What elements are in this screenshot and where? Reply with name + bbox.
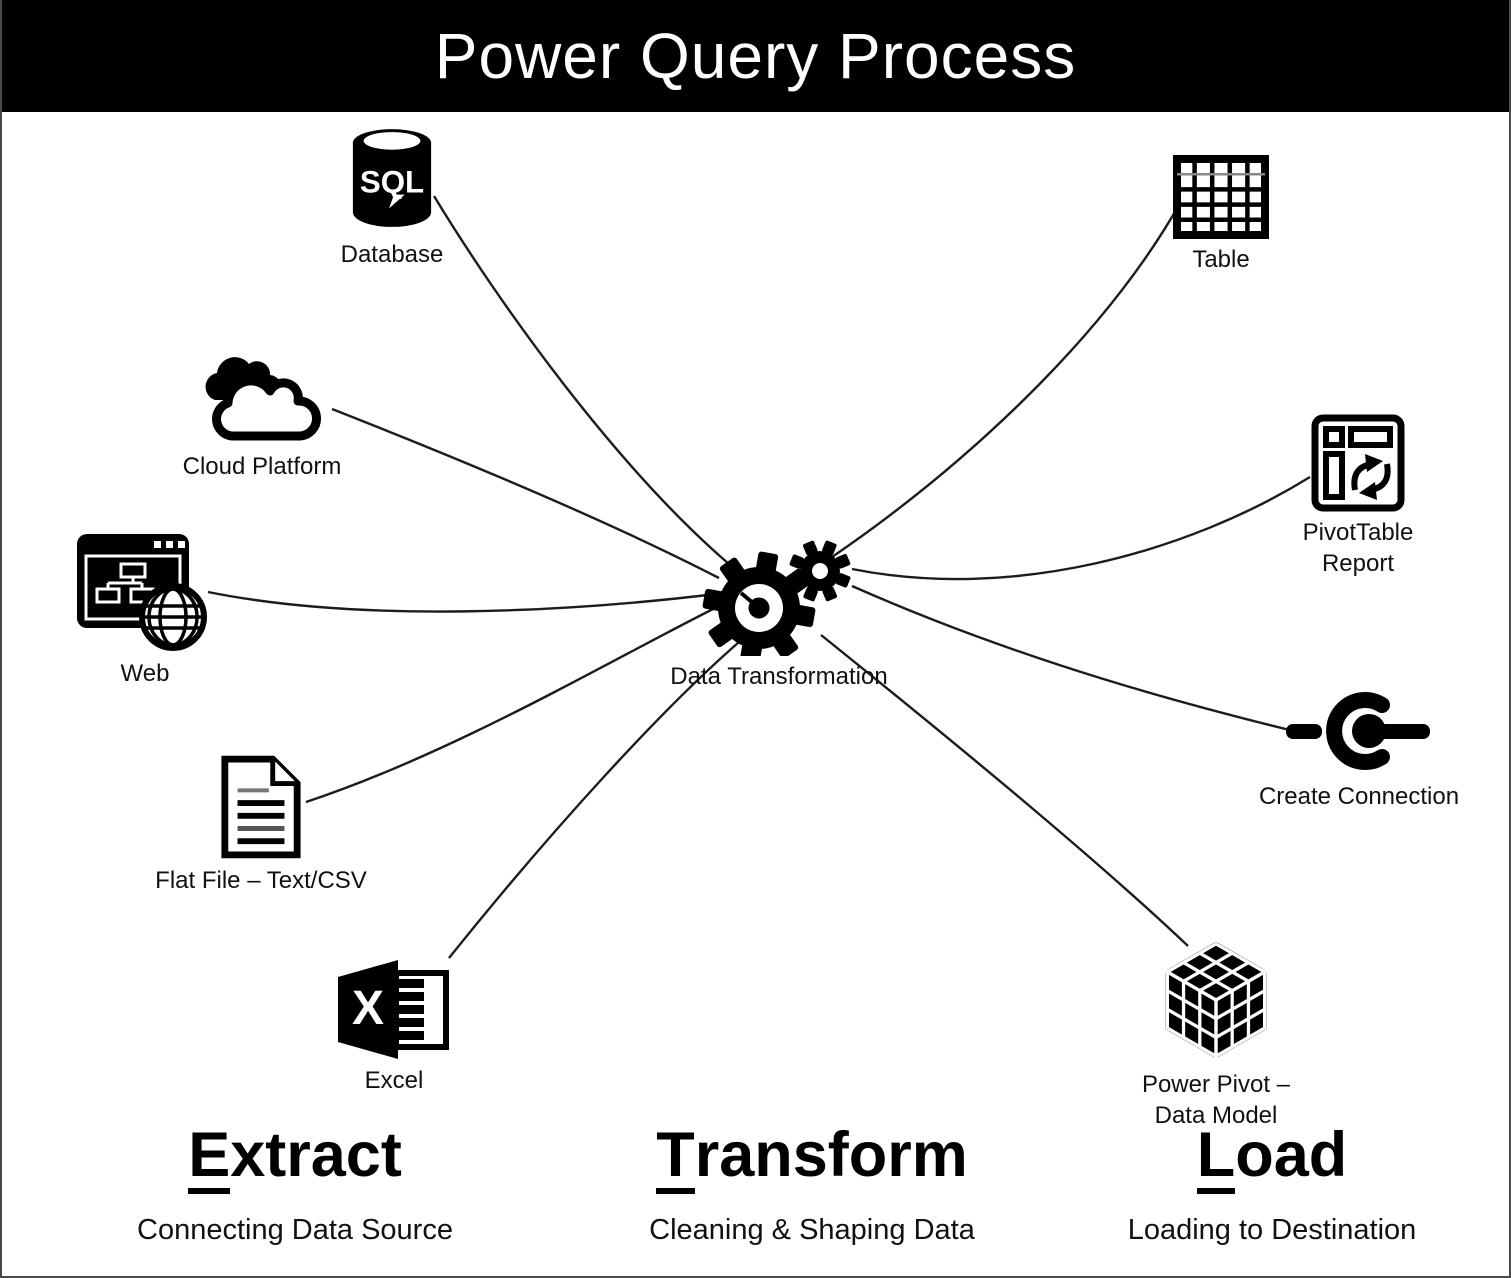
connector-database-to-transform <box>432 195 737 571</box>
stage-transform: Transform Cleaning & Shaping Data <box>612 1120 1012 1247</box>
stage-load-title: Load <box>1072 1120 1472 1194</box>
browser-sitemap-globe-icon <box>77 534 207 651</box>
gears-icon <box>702 540 850 656</box>
node-create-connection: Create Connection <box>1239 686 1479 812</box>
dual-clouds-icon <box>205 357 321 441</box>
node-pivottable-report: PivotTable Report <box>1258 414 1458 579</box>
title-bar: Power Query Process <box>2 0 1509 112</box>
node-label-flat-file: Flat File – Text/CSV <box>155 867 367 894</box>
grid-table-icon <box>1173 155 1269 239</box>
node-label-data-transformation: Data Transformation <box>670 663 888 690</box>
page-title: Power Query Process <box>434 20 1077 92</box>
connector-web-to-transform <box>207 590 717 613</box>
node-power-pivot-data-model: Power Pivot – Data Model <box>1106 936 1326 1131</box>
node-label-create-connection: Create Connection <box>1258 783 1460 810</box>
connector-transform-to-powerpivot <box>820 634 1189 947</box>
node-cloud-platform: Cloud Platform <box>162 350 362 482</box>
node-table: Table <box>1121 155 1321 275</box>
node-data-transformation: Data Transformation <box>649 532 909 692</box>
stage-load-subtitle: Loading to Destination <box>1127 1214 1417 1246</box>
node-label-excel: Excel <box>364 1067 424 1094</box>
stage-transform-title: Transform <box>612 1120 1012 1194</box>
node-flat-file: Flat File – Text/CSV <box>141 754 381 896</box>
node-label-cloud-platform: Cloud Platform <box>182 453 342 480</box>
connector-flatfile-to-transform <box>305 601 726 804</box>
stage-load: Load Loading to Destination <box>1072 1120 1472 1247</box>
node-web: Web <box>45 531 245 689</box>
data-model-cube-icon <box>1164 941 1268 1059</box>
connector-transform-to-connection <box>851 584 1311 737</box>
connector-transform-to-pivottable <box>851 475 1311 581</box>
stage-extract-title: Extract <box>95 1120 495 1194</box>
node-label-table: Table <box>1192 246 1250 273</box>
excel-workbook-icon: X <box>338 960 449 1059</box>
node-label-pivottable-line1: PivotTable <box>1302 519 1414 546</box>
node-label-power-pivot-line1: Power Pivot – <box>1141 1071 1291 1098</box>
svg-text:SQL: SQL <box>360 165 424 200</box>
node-database: SQL Database <box>292 126 492 270</box>
node-label-database: Database <box>340 241 444 268</box>
connector-cloud-to-transform <box>331 407 720 580</box>
connector-transform-to-table <box>831 204 1181 558</box>
stage-transform-subtitle: Cleaning & Shaping Data <box>649 1214 975 1246</box>
connector-excel-to-transform <box>448 635 747 959</box>
stage-extract: Extract Connecting Data Source <box>95 1120 495 1247</box>
text-document-icon <box>221 755 301 859</box>
sql-database-cylinder-icon: SQL <box>352 129 432 227</box>
connection-plug-icon <box>1286 692 1430 770</box>
node-label-power-pivot-line2: Data Model <box>1154 1102 1278 1130</box>
pivottable-report-icon <box>1311 414 1405 512</box>
stage-extract-subtitle: Connecting Data Source <box>137 1214 453 1246</box>
node-label-web: Web <box>120 660 170 687</box>
node-label-pivottable-line2: Report <box>1321 550 1395 578</box>
node-excel: X Excel <box>294 960 494 1096</box>
svg-text:X: X <box>352 982 384 1035</box>
